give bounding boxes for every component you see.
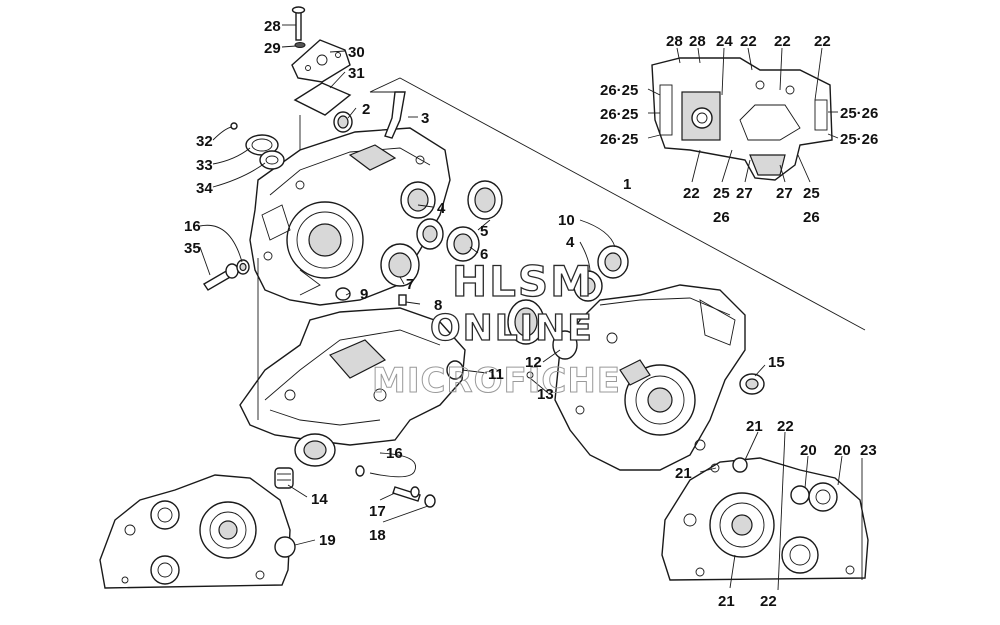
callout-26-25-c: 26·25 [600, 131, 638, 148]
callout-5: 5 [480, 223, 488, 240]
callout-3: 3 [421, 110, 429, 127]
callout-23-bottom: 23 [860, 442, 877, 459]
callout-33: 33 [196, 157, 213, 174]
callout-28-top-b: 28 [689, 33, 706, 50]
left-small-parts [203, 122, 285, 291]
callout-25-top-a: 25 [713, 185, 730, 202]
callout-10: 10 [558, 212, 575, 229]
callout-18: 18 [369, 527, 386, 544]
callout-20-bottom-a: 20 [800, 442, 817, 459]
watermark-line2: ONLINE [430, 308, 594, 349]
callout-22-top-a: 22 [740, 33, 757, 50]
callout-16-left: 16 [184, 218, 201, 235]
callout-labels: 28 29 30 31 2 3 32 33 34 16 35 4 5 6 7 9… [184, 18, 878, 610]
right-bearing-stack [507, 245, 765, 395]
callout-21-bottom-b: 21 [675, 465, 692, 482]
callout-25-26-b: 25·26 [840, 131, 878, 148]
callout-25-top-b: 25 [803, 185, 820, 202]
callout-28-top-a: 28 [666, 33, 683, 50]
left-bearing-stack [335, 180, 503, 306]
callout-13: 13 [537, 386, 554, 403]
callout-30: 30 [348, 44, 365, 61]
callout-27-top-b: 27 [776, 185, 793, 202]
callout-2: 2 [362, 101, 370, 118]
callout-26-25-b: 26·25 [600, 106, 638, 123]
callout-1: 1 [623, 176, 631, 193]
callout-25-26-a: 25·26 [840, 105, 878, 122]
callout-7: 7 [406, 276, 414, 293]
callout-19: 19 [319, 532, 336, 549]
callout-11: 11 [488, 366, 504, 383]
callout-22-top-b: 22 [774, 33, 791, 50]
callout-27-top-a: 27 [736, 185, 753, 202]
assembled-case-right-view [661, 457, 869, 581]
right-crankcase-half [554, 284, 746, 471]
callout-20-bottom-b: 20 [834, 442, 851, 459]
callout-22-bottom-b: 22 [760, 593, 777, 610]
callout-22-top-c: 22 [814, 33, 831, 50]
seal-and-breather-tube [333, 91, 406, 139]
callout-15: 15 [768, 354, 785, 371]
assembled-case-top-view [651, 57, 833, 181]
callout-9: 9 [360, 286, 368, 303]
drain-plug-parts [274, 465, 436, 508]
watermark-line1: HLSM [452, 257, 594, 306]
callout-14: 14 [311, 491, 328, 508]
callout-21-bottom-a: 21 [746, 418, 763, 435]
callout-26-25-a: 26·25 [600, 82, 638, 99]
leader-lines [199, 24, 863, 591]
callout-12: 12 [525, 354, 542, 371]
assembled-case-left-view [99, 474, 296, 589]
callout-26-top-a: 26 [713, 209, 730, 226]
breather-cover-assembly [291, 6, 352, 150]
callout-31: 31 [348, 65, 365, 82]
watermark: HLSM ONLINE MICROFICHE [372, 256, 621, 401]
callout-24-top: 24 [716, 33, 733, 50]
callout-22-top-d: 22 [683, 185, 700, 202]
callout-34: 34 [196, 180, 213, 197]
watermark-line3: MICROFICHE [372, 361, 621, 401]
callout-6: 6 [480, 246, 488, 263]
callout-8: 8 [434, 297, 442, 314]
callout-35: 35 [184, 240, 201, 257]
callout-29: 29 [264, 40, 281, 57]
callout-4-left: 4 [437, 200, 446, 217]
callout-4-right: 4 [566, 234, 575, 251]
callout-32: 32 [196, 133, 213, 150]
callout-22-bottom-a: 22 [777, 418, 794, 435]
callout-17: 17 [369, 503, 386, 520]
callout-26-top-b: 26 [803, 209, 820, 226]
callout-28: 28 [264, 18, 281, 35]
lower-crankcase-half [239, 307, 466, 467]
callout-21-bottom-c: 21 [718, 593, 735, 610]
callout-16-right: 16 [386, 445, 403, 462]
